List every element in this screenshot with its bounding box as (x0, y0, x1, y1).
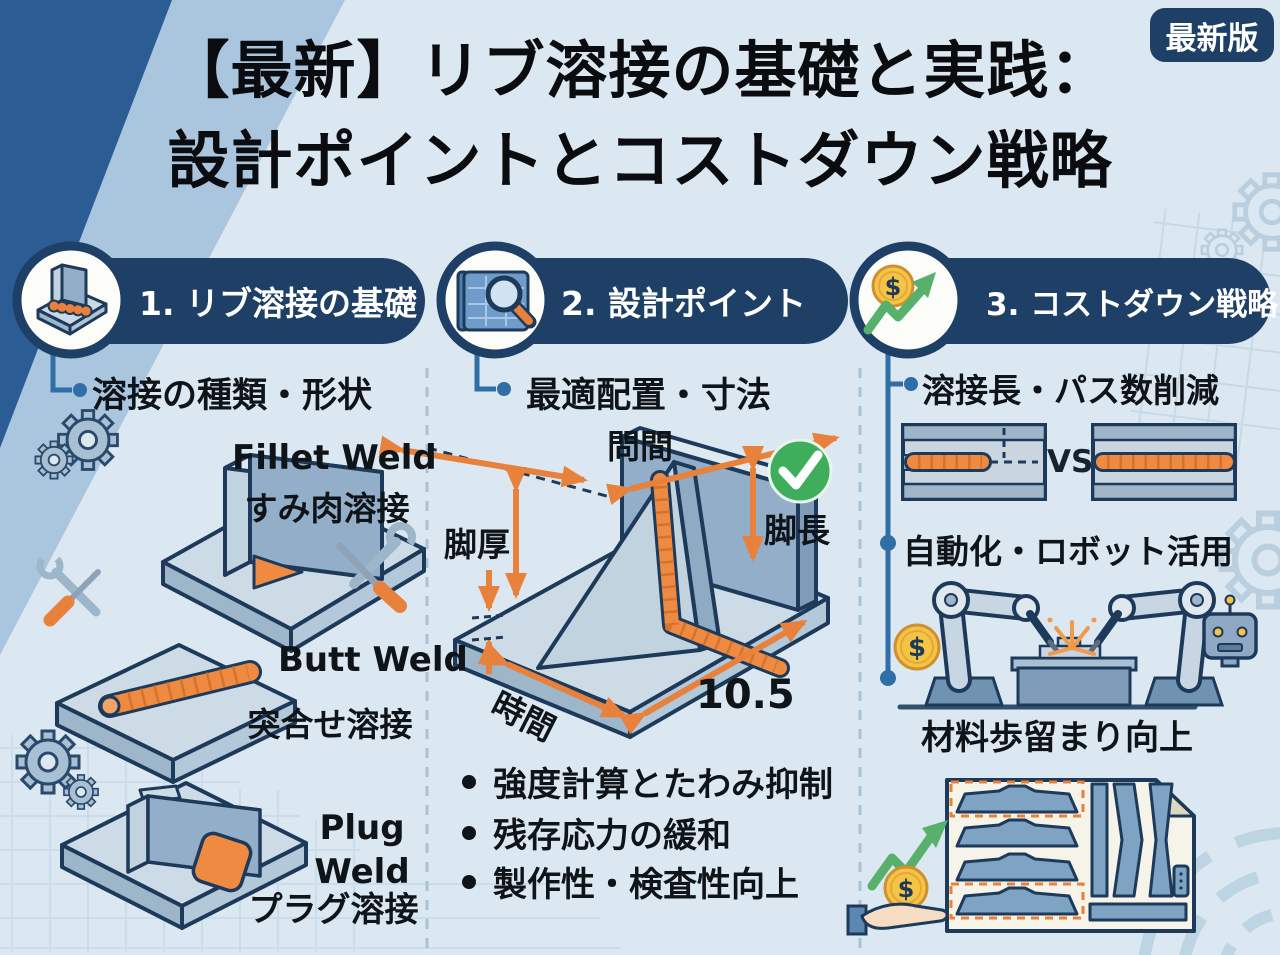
nesting-layout-illustration (945, 778, 1196, 933)
butt-weld-label-en: Butt Weld (278, 640, 468, 680)
gear-icon (2, 716, 94, 808)
bullet-dot (462, 874, 476, 889)
coin-icon: $ (893, 623, 941, 671)
plug-weld-label-en: Plug Weld (312, 806, 412, 894)
blueprint-magnifier-icon (456, 270, 537, 332)
plug-weld-label-ja: プラグ溶接 (248, 890, 419, 930)
robot-head-icon (1202, 594, 1258, 668)
section3-subheading-automation: 自動化・ロボット活用 (903, 532, 1233, 571)
welding-robots-illustration (897, 581, 1225, 710)
dimension-label-left: 脚厚 (444, 525, 510, 564)
page-title-line1: 【最新】リブ溶接の基礎と実践： (167, 34, 1113, 107)
section2-header: 2. 設計ポイント (561, 284, 806, 323)
design-bullet-2: 残存応力の緩和 (462, 808, 731, 857)
dimension-label-bottom-right: 10.5 (696, 672, 795, 718)
svg-text:$: $ (908, 633, 926, 663)
latest-version-badge: 最新版 (1150, 8, 1274, 62)
plug-weld-label-en-line2: Weld (314, 852, 410, 892)
dimension-label-right: 脚長 (764, 511, 830, 550)
design-bullet-3-text: 製作性・検査性向上 (493, 865, 799, 905)
section3-subheading-weld-length: 溶接長・パス数削減 (922, 371, 1219, 410)
fillet-weld-label-ja: すみ肉溶接 (244, 489, 410, 528)
svg-text:$: $ (898, 875, 915, 903)
design-bullet-1: 強度計算とたわみ抑制 (462, 757, 833, 806)
crossed-tools-icon (36, 552, 101, 627)
cost-up-arrow-icon: $ (863, 264, 936, 335)
section1-header: 1. リブ溶接の基礎 (139, 284, 417, 323)
sparks-icon (1048, 620, 1096, 656)
design-bullet-2-text: 残存応力の緩和 (493, 816, 731, 856)
hand-coin-icon: $ (846, 820, 949, 936)
vs-label: VS (1047, 444, 1094, 480)
check-icon (767, 438, 833, 504)
dimension-label-top: 問間 (607, 427, 673, 466)
butt-weld-label-ja: 突合せ溶接 (247, 705, 413, 744)
section1-subheading: 溶接の種類・形状 (92, 376, 373, 416)
bullet-dot (462, 774, 476, 789)
section2-subheading: 最適配置・寸法 (526, 376, 772, 416)
svg-text:$: $ (885, 273, 902, 301)
crossed-tools-icon (336, 522, 416, 613)
section3-subheading-yield: 材料歩留まり向上 (921, 718, 1193, 758)
plug-weld-label-en-line1: Plug (319, 808, 405, 848)
fillet-weld-icon (36, 263, 108, 336)
arcs-decoration-bottom-right (1138, 827, 1280, 955)
butt-weld-bead (98, 660, 262, 718)
design-bullet-1-text: 強度計算とたわみ抑制 (493, 765, 833, 805)
fillet-weld-label-en: Fillet Weld (232, 438, 437, 478)
gear-icon (56, 767, 106, 817)
bullet-dot (462, 825, 476, 840)
design-bullet-3: 製作性・検査性向上 (462, 857, 799, 906)
page-title-line2: 設計ポイントとコストダウン戦略 (167, 124, 1113, 197)
dimension-label-bottom-left: 時間 (485, 684, 562, 749)
section3-header: 3. コストダウン戦略 (986, 286, 1279, 323)
gear-icon (26, 432, 82, 488)
page-title: 【最新】リブ溶接の基礎と実践： 設計ポイントとコストダウン戦略 (0, 26, 1280, 206)
